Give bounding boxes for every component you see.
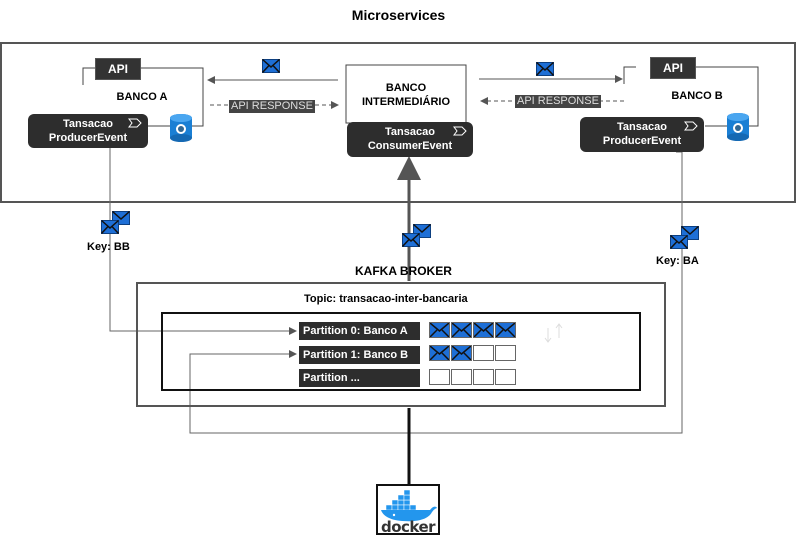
microservices-container	[0, 42, 796, 203]
partition-empty-cell	[473, 345, 494, 361]
banco-b-service-line1: Tansacao	[617, 121, 667, 133]
postgres-db-icon	[170, 114, 192, 142]
banco-a-key-label: Key: BB	[87, 241, 130, 253]
intermediario-label: BANCO INTERMEDIÁRIO	[346, 81, 466, 109]
banco-b-api-tag: API	[650, 57, 696, 79]
partitions-container	[161, 312, 641, 391]
banco-b-service-line2: ProducerEvent	[602, 135, 682, 147]
event-flag-icon	[128, 118, 142, 128]
docker-whale-icon	[381, 489, 437, 522]
banco-a-producer-service[interactable]: Tansacao ProducerEvent	[28, 114, 148, 148]
partition-message-cell	[473, 322, 494, 338]
partition-0-label[interactable]: Partition 0: Banco A	[299, 322, 420, 340]
intermediario-label-line2: INTERMEDIÁRIO	[362, 96, 450, 108]
partition-message-cell	[451, 322, 472, 338]
event-flag-icon	[453, 126, 467, 136]
banco-a-service-line2: ProducerEvent	[48, 132, 128, 144]
banco-b-producer-service[interactable]: Tansacao ProducerEvent	[580, 117, 704, 152]
messages-stack-icon	[402, 224, 431, 248]
banco-a-service-line1: Tansacao	[63, 118, 113, 130]
partition-empty-cell	[473, 369, 494, 385]
intermediario-label-line1: BANCO	[385, 82, 427, 94]
api-response-right-label: API RESPONSE	[515, 95, 601, 108]
partition-message-cell	[429, 322, 450, 338]
partition-1-label[interactable]: Partition 1: Banco B	[299, 346, 420, 364]
diagram-title: Microservices	[351, 7, 446, 23]
partition-message-cell	[495, 322, 516, 338]
message-envelope-icon	[262, 59, 280, 73]
docker-logo: docker	[376, 484, 440, 535]
api-response-left-label: API RESPONSE	[229, 100, 315, 113]
banco-a-api-tag: API	[95, 58, 141, 80]
banco-b-key-label: Key: BA	[656, 255, 699, 267]
kafka-broker-container	[136, 282, 666, 407]
intermediario-service-line1: Tansacao	[385, 126, 435, 138]
partition-n-label[interactable]: Partition ...	[299, 369, 420, 387]
partition-empty-cell	[495, 345, 516, 361]
messages-stack-icon	[670, 226, 699, 250]
partition-message-cell	[429, 345, 450, 361]
partition-message-cell	[451, 345, 472, 361]
postgres-db-icon	[727, 113, 749, 141]
banco-b-label: BANCO B	[671, 90, 723, 102]
intermediario-service-line2: ConsumerEvent	[367, 140, 453, 152]
intermediario-consumer-service[interactable]: Tansacao ConsumerEvent	[347, 122, 473, 157]
docker-wordmark: docker	[380, 518, 436, 535]
messages-stack-icon	[101, 211, 130, 235]
faint-arrows-icon	[544, 323, 563, 343]
partition-empty-cell	[451, 369, 472, 385]
topic-label: Topic: transacao-inter-bancaria	[304, 293, 468, 305]
banco-a-label: BANCO A	[116, 91, 168, 103]
event-flag-icon	[684, 121, 698, 131]
message-envelope-icon	[536, 62, 554, 76]
partition-empty-cell	[495, 369, 516, 385]
kafka-broker-label: KAFKA BROKER	[355, 264, 452, 278]
partition-empty-cell	[429, 369, 450, 385]
